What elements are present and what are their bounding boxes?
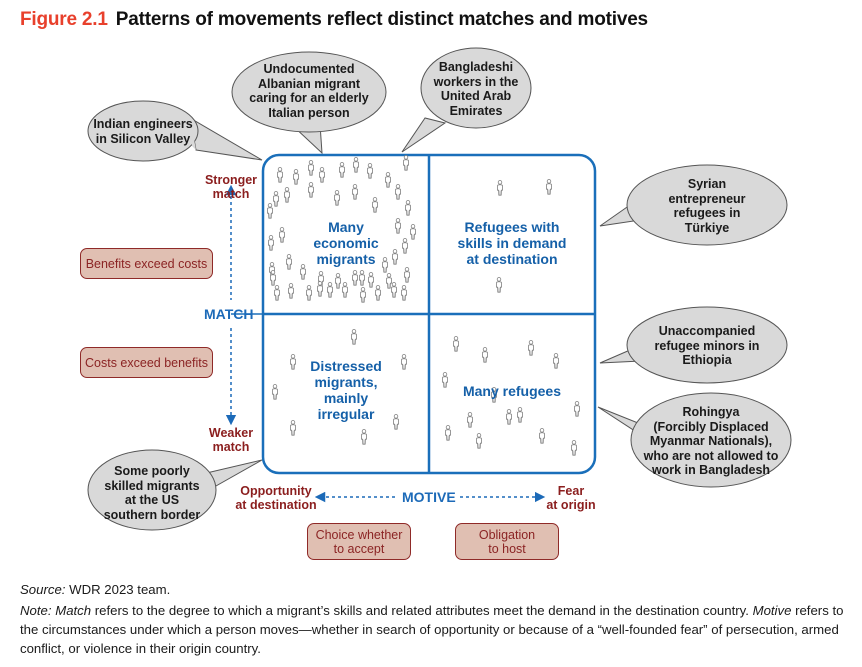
- example-rohingya: Rohingya (Forcibly Displaced Myanmar Nat…: [643, 405, 779, 477]
- example-indian-engineers: Indian engineers in Silicon Valley: [93, 117, 193, 146]
- speech-bubble-albanian-migrant: [231, 51, 387, 155]
- figure-title: Figure 2.1 Patterns of movements reflect …: [20, 9, 648, 31]
- match-axis-bottom-label: Weaker match: [208, 426, 254, 454]
- speech-bubble-indian-engineers: [87, 100, 263, 162]
- quadrant-grid: [261, 153, 597, 475]
- quadrant-label-bottom-left: Distressed migrants, mainly irregular: [310, 358, 382, 422]
- note-text-match: refers to the degree to which a migrant’…: [91, 603, 753, 618]
- example-syrian-entrepreneurs: Syrian entrepreneur refugees in Türkiye: [668, 177, 746, 235]
- motive-axis-right-label: Fear at origin: [546, 484, 596, 512]
- quadrant-label-top-right: Refugees with skills in demand at destin…: [457, 219, 567, 267]
- example-unaccompanied-minors: Unaccompanied refugee minors in Ethiopia: [654, 324, 760, 367]
- quadrant-label-top-left: Many economic migrants: [313, 219, 379, 267]
- speech-bubble-bangladeshi-workers: [401, 47, 532, 153]
- speech-bubble-syrian-entrepreneurs: [599, 164, 788, 246]
- note-term-motive: Motive: [752, 603, 792, 618]
- example-albanian-migrant: Undocumented Albanian migrant caring for…: [249, 62, 369, 120]
- motive-axis-label: MOTIVE: [402, 489, 456, 505]
- note-obligation-to-host: Obligation to host: [455, 523, 559, 560]
- note-costs-exceed-benefits: Costs exceed benefits: [80, 347, 213, 378]
- quadrant-label-bottom-right: Many refugees: [462, 383, 562, 399]
- match-axis-top-label: Stronger match: [204, 173, 258, 201]
- source-line: Source: WDR 2023 team.: [20, 580, 846, 599]
- note-choice-whether-to-accept: Choice whether to accept: [307, 523, 411, 560]
- example-bangladeshi-workers: Bangladeshi workers in the United Arab E…: [433, 60, 519, 118]
- note-text-motive: refers to the circumstances under which …: [20, 603, 844, 656]
- note-benefits-exceed-costs: Benefits exceed costs: [80, 248, 213, 279]
- figure-title-text: Patterns of movements reflect distinct m…: [115, 9, 648, 30]
- note-term-match: Match: [55, 603, 92, 618]
- speech-bubble-us-border: [87, 449, 263, 531]
- motive-axis-left-label: Opportunity at destination: [235, 484, 317, 512]
- figure-number: Figure 2.1: [20, 9, 108, 30]
- example-us-border: Some poorly skilled migrants at the US s…: [103, 464, 201, 522]
- match-axis-label: MATCH: [204, 306, 254, 322]
- speech-bubble-unaccompanied-minors: [599, 306, 788, 384]
- source-text: WDR 2023 team.: [65, 582, 171, 597]
- note-label: Note:: [20, 603, 52, 618]
- speech-bubble-rohingya: [597, 392, 792, 488]
- note-paragraph: Note: Match refers to the degree to whic…: [20, 601, 846, 658]
- source-label: Source:: [20, 582, 66, 597]
